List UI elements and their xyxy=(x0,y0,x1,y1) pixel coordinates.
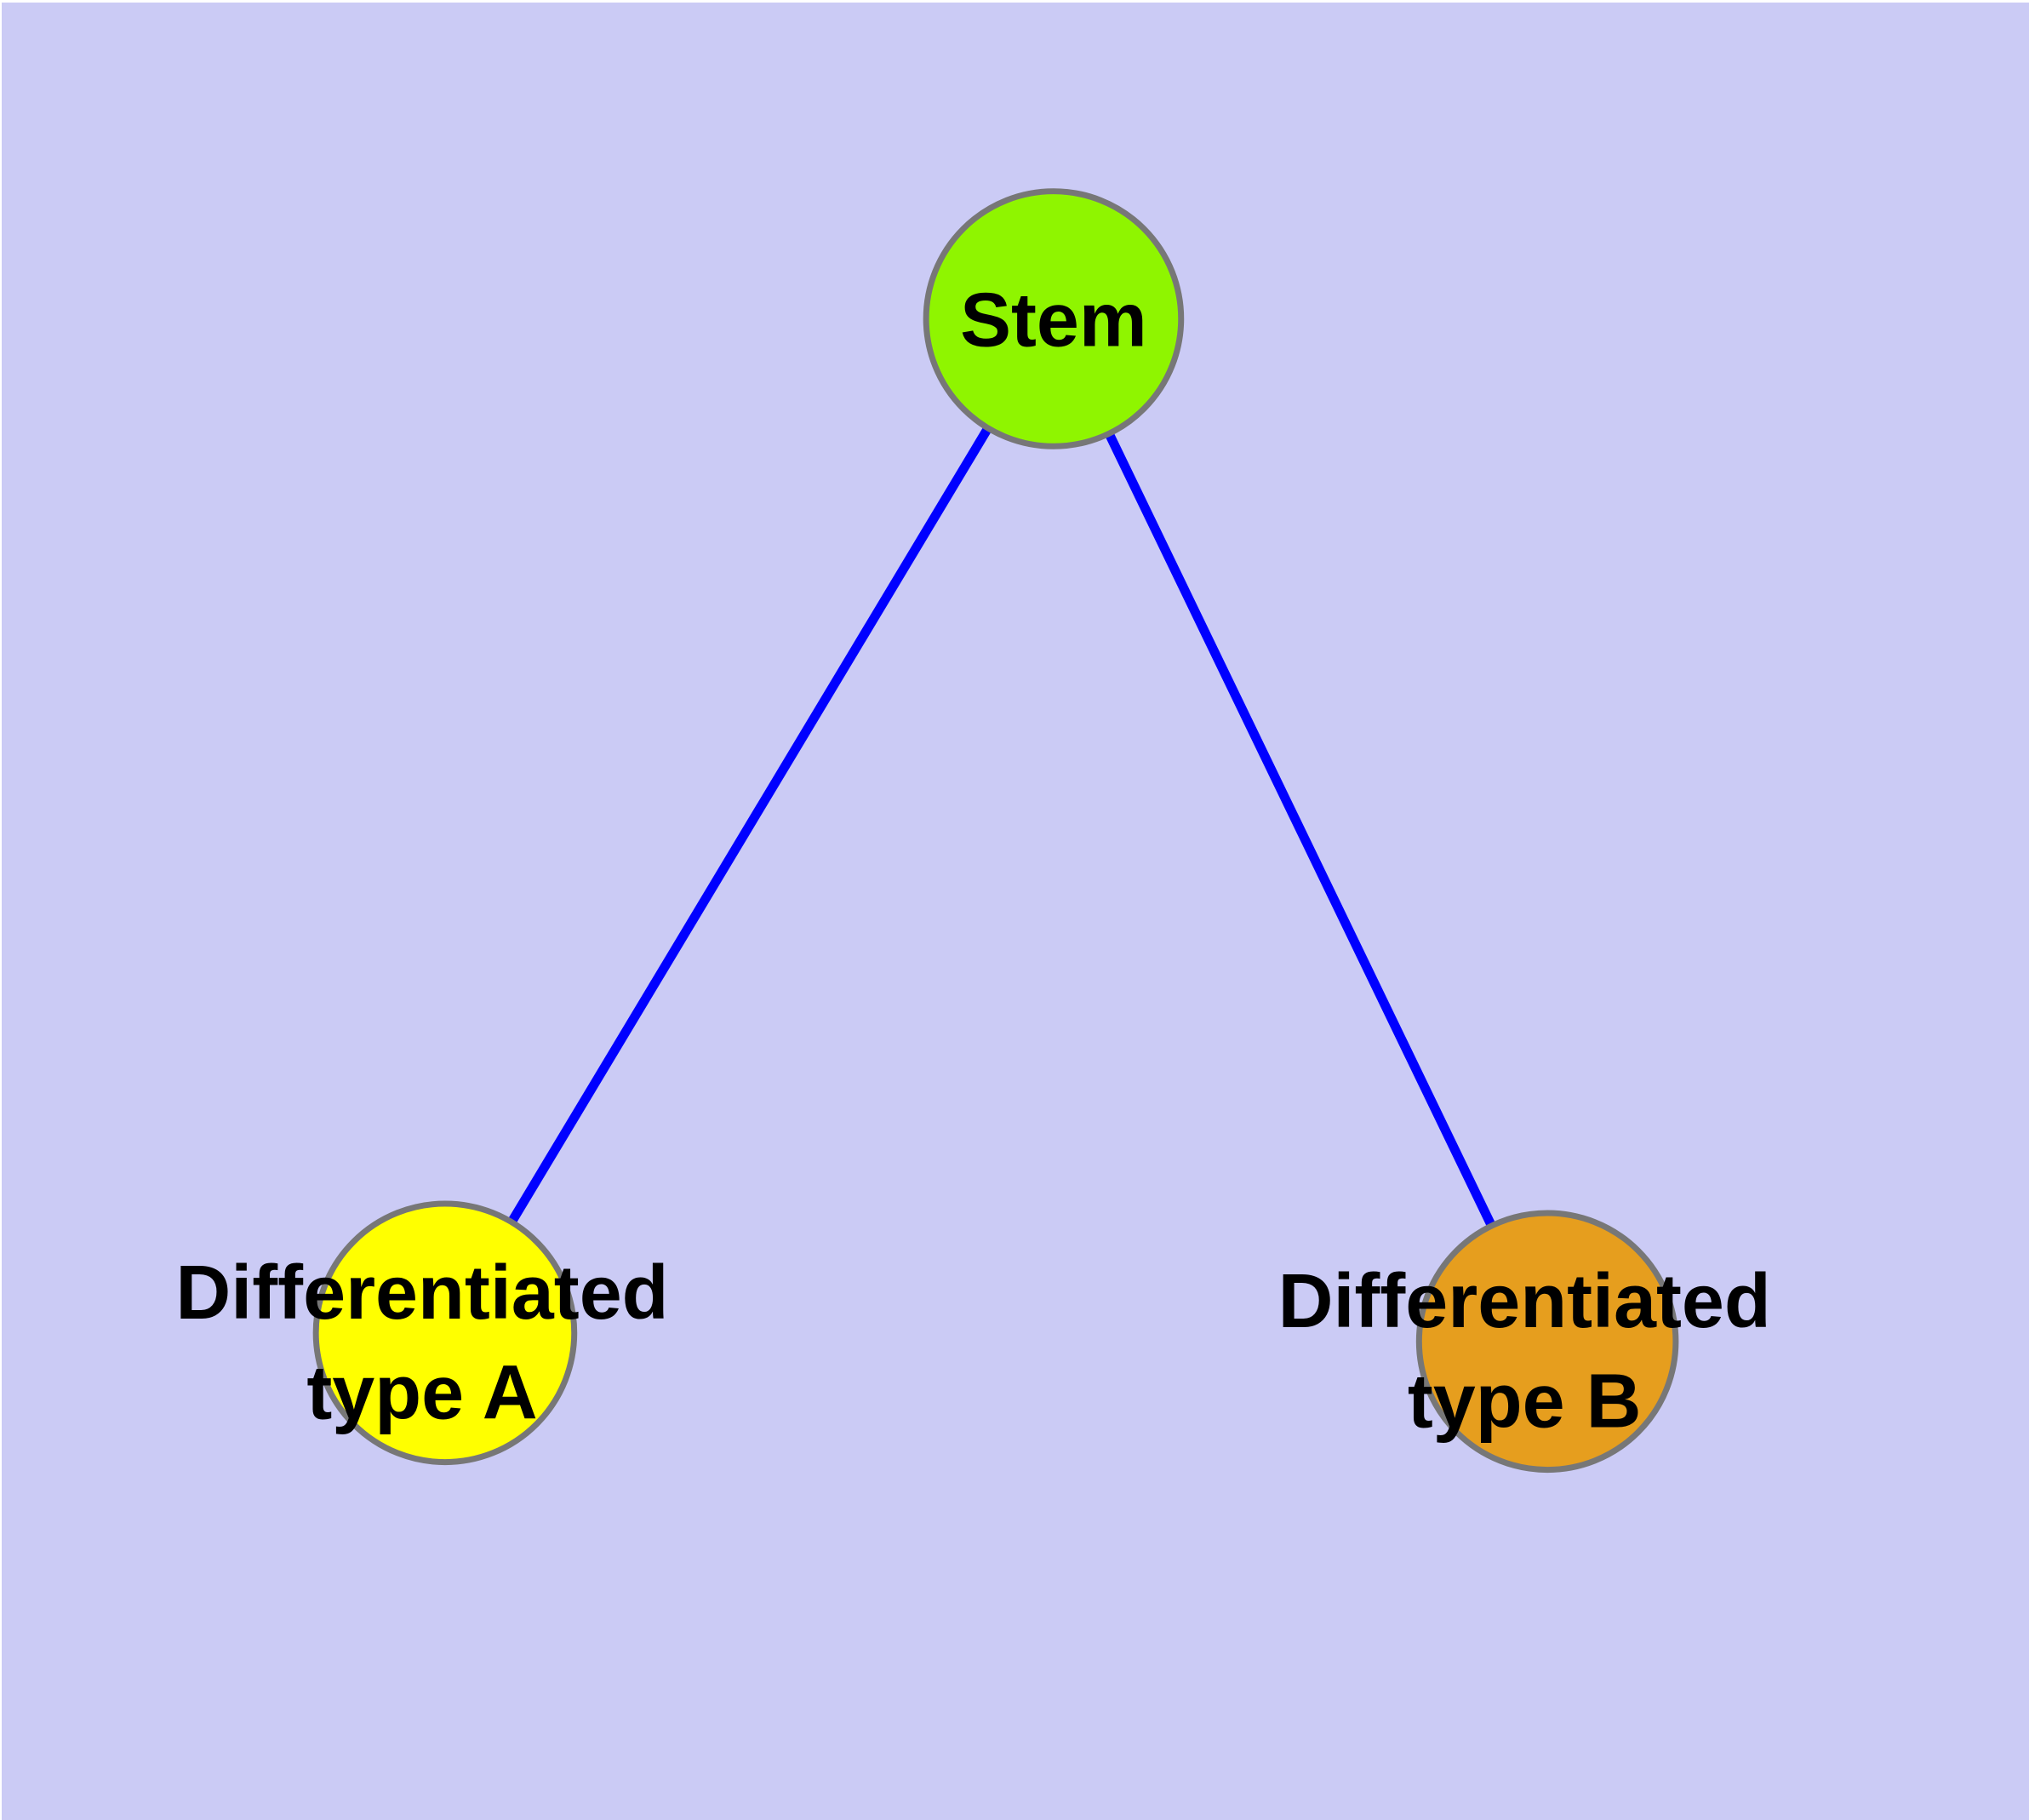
type-a-node-circle xyxy=(312,1200,578,1466)
stem-node-circle xyxy=(923,188,1185,449)
type-b-node-label-line1: Differentiated xyxy=(1278,1259,1771,1344)
edge-stem-to-type-a xyxy=(441,316,1058,1336)
node-differentiated-type-a: Differentiated type A xyxy=(175,1200,669,1466)
type-b-node-label-line2: type B xyxy=(1408,1359,1642,1445)
node-differentiated-type-b: Differentiated type B xyxy=(1278,1210,1771,1474)
type-b-node-circle xyxy=(1415,1210,1679,1474)
type-a-node-label-line1: Differentiated xyxy=(175,1251,668,1336)
node-stem: Stem xyxy=(923,188,1185,449)
stem-node-label: Stem xyxy=(960,278,1147,363)
type-a-node-label-line2: type A xyxy=(306,1351,537,1436)
graph-svg: Stem Differentiated type A Differentiate… xyxy=(175,188,1771,1474)
edge-stem-to-type-b xyxy=(1049,317,1552,1344)
